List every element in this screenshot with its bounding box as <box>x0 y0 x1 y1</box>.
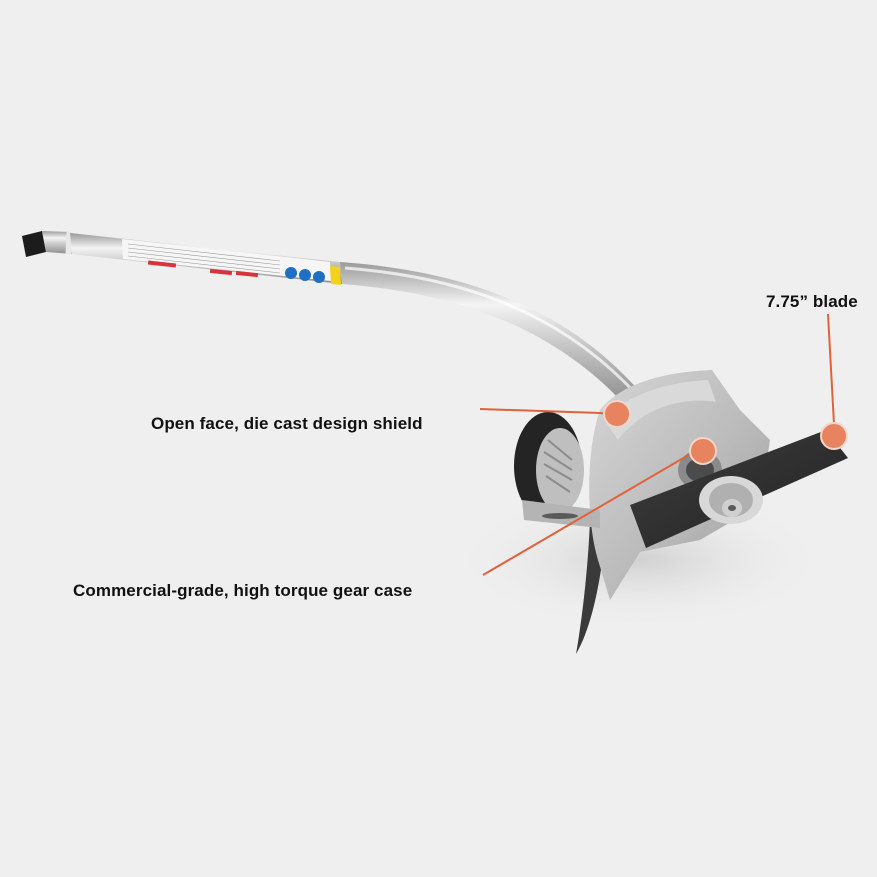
warning-label-sticker <box>122 239 341 285</box>
callout-label-gear: Commercial-grade, high torque gear case <box>73 581 413 600</box>
blade-bolt <box>699 476 763 524</box>
guide-wheel <box>514 412 584 520</box>
warning-yellow-icon <box>330 266 341 285</box>
shaft-end-cap <box>22 231 73 257</box>
callout-label-blade: 7.75” blade <box>766 292 858 311</box>
callout-dot-blade[interactable] <box>820 422 848 450</box>
callout-line-gear <box>482 445 705 576</box>
safety-icon-ear <box>299 269 311 281</box>
safety-icon-eye <box>285 267 297 279</box>
safety-icon-manual <box>313 271 325 283</box>
callout-dot-shield[interactable] <box>603 400 631 428</box>
shaft-curved <box>340 262 640 404</box>
callout-label-shield: Open face, die cast design shield <box>151 414 423 433</box>
callout-line-blade <box>827 313 835 425</box>
die-cast-shield <box>522 370 770 600</box>
shadow <box>450 490 830 630</box>
callout-dot-gear[interactable] <box>689 437 717 465</box>
